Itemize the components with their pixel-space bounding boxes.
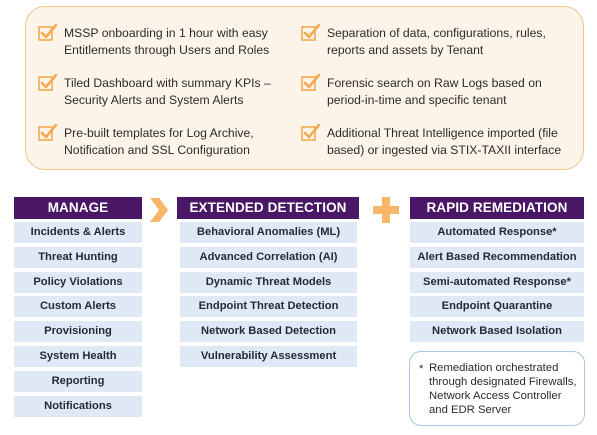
manage-item: Threat Hunting <box>14 246 142 268</box>
manage-item: Reporting <box>14 370 142 392</box>
feature-item: Tiled Dashboard with summary KPIs – Secu… <box>38 74 271 109</box>
feature-item: Forensic search on Raw Logs based on per… <box>301 74 542 109</box>
feature-item: Separation of data, configurations, rule… <box>301 24 546 59</box>
detection-item: Endpoint Threat Detection <box>180 296 357 318</box>
features-panel: MSSP onboarding in 1 hour with easy Enti… <box>25 6 584 170</box>
manage-list: Incidents & Alerts Threat Hunting Policy… <box>14 222 142 420</box>
checkbox-check-icon <box>301 74 321 91</box>
manage-header: MANAGE <box>14 197 142 219</box>
checkbox-check-icon <box>38 24 58 41</box>
detection-item: Network Based Detection <box>180 321 357 343</box>
manage-item: Policy Violations <box>14 271 142 293</box>
remediation-item: Alert Based Recommendation <box>410 246 584 268</box>
remediation-footnote: * Remediation orchestrated through desig… <box>409 351 585 426</box>
manage-item: Provisioning <box>14 321 142 343</box>
feature-text: Tiled Dashboard with summary KPIs – Secu… <box>64 76 271 107</box>
rapid-remediation-list: Automated Response* Alert Based Recommen… <box>410 222 584 346</box>
remediation-item: Automated Response* <box>410 222 584 243</box>
manage-item: Notifications <box>14 395 142 417</box>
footnote-marker: * <box>419 363 424 375</box>
footnote-text: Remediation orchestrated through designa… <box>429 362 577 416</box>
feature-item: MSSP onboarding in 1 hour with easy Enti… <box>38 24 270 59</box>
manage-item: System Health <box>14 345 142 367</box>
rapid-remediation-header: RAPID REMEDIATION <box>410 197 584 219</box>
manage-item: Custom Alerts <box>14 296 142 318</box>
feature-text: MSSP onboarding in 1 hour with easy Enti… <box>64 26 270 57</box>
feature-text: Pre-built templates for Log Archive, Not… <box>64 126 254 157</box>
checkbox-check-icon <box>301 124 321 141</box>
feature-item: Additional Threat Intelligence imported … <box>301 124 562 159</box>
remediation-item: Network Based Isolation <box>410 321 584 343</box>
extended-detection-header: EXTENDED DETECTION <box>177 197 359 219</box>
remediation-item: Endpoint Quarantine <box>410 296 584 318</box>
feature-text: Additional Threat Intelligence imported … <box>327 126 562 157</box>
checkbox-check-icon <box>301 24 321 41</box>
detection-item: Advanced Correlation (AI) <box>180 246 357 268</box>
detection-item: Behavioral Anomalies (ML) <box>180 222 357 243</box>
detection-item: Dynamic Threat Models <box>180 271 357 293</box>
checkbox-check-icon <box>38 124 58 141</box>
plus-icon <box>373 197 399 223</box>
detection-item: Vulnerability Assessment <box>180 345 357 367</box>
feature-text: Separation of data, configurations, rule… <box>327 26 546 57</box>
checkbox-check-icon <box>38 74 58 91</box>
manage-item: Incidents & Alerts <box>14 222 142 243</box>
extended-detection-list: Behavioral Anomalies (ML) Advanced Corre… <box>180 222 357 371</box>
feature-text: Forensic search on Raw Logs based on per… <box>327 76 542 107</box>
chevron-right-icon <box>150 198 168 222</box>
feature-item: Pre-built templates for Log Archive, Not… <box>38 124 254 159</box>
remediation-item: Semi-automated Response* <box>410 271 584 293</box>
